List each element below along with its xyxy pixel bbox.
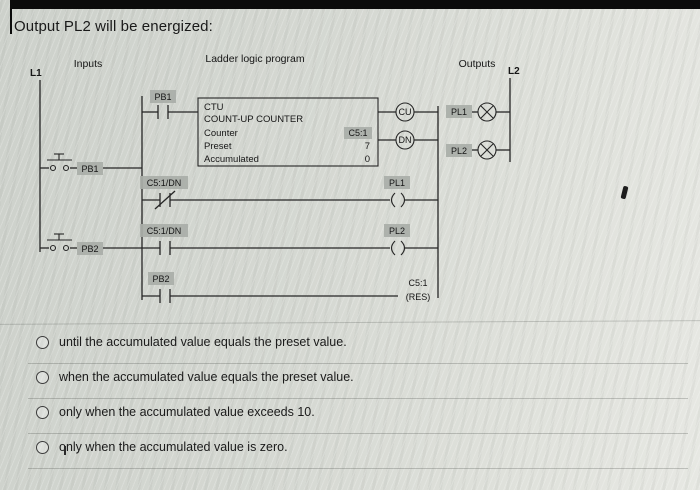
power-rails [39,78,511,300]
radio-button[interactable] [36,336,49,349]
ladder-logic-diagram: L1 Inputs Ladder logic program Outputs L… [30,53,520,303]
pl1-coil-label: PL1 [389,178,405,188]
pb1-contact-label: PB1 [154,92,171,102]
pb1-input-tag-bg [77,162,103,175]
dn-output-label: DN [399,135,412,145]
pb1-terminal-icon [49,164,57,172]
ctu-type: CTU [204,102,224,113]
pl2-coil-icon [390,240,396,256]
ctu-accumulated-label: Accumulated [204,154,259,165]
pl2-coil-tag-bg [384,224,410,237]
answer-option-1[interactable]: until the accumulated value equals the p… [28,330,688,364]
pb1-contact-tag-bg [150,90,176,103]
pl2-coil-label: PL2 [389,226,405,236]
rung-3-pl2: C5:1/DN PL2 [140,224,438,256]
pl1-coil-icon [390,192,396,208]
scan-artifact [620,185,629,200]
ladder-program-header: Ladder logic program [205,53,304,65]
pl2-output-tag-bg [446,144,472,157]
output-lamps: PL1 PL2 [446,102,510,160]
rung3-contact-tag-bg [140,224,188,237]
pb2-input-label: PB2 [81,244,98,254]
input-pb1-device: PB1 [40,153,142,175]
rung2-contact-tag-bg [140,176,188,189]
answer-options: until the accumulated value equals the p… [28,330,688,470]
rung-2-pl1: C5:1/DN PL1 [140,176,438,210]
answer-option-2[interactable]: when the accumulated value equals the pr… [28,365,688,399]
l1-rail-label: L1 [30,68,42,79]
pb2-terminal-icon [49,244,57,252]
ctu-block [197,97,379,167]
pl2-output-label: PL2 [451,146,467,156]
rung4-contact-tag-bg [148,272,174,285]
option-label: until the accumulated value equals the p… [59,335,347,349]
inputs-header: Inputs [74,58,103,70]
pl1-coil-tag-bg [384,176,410,189]
pb1-input-label: PB1 [81,164,98,174]
input-pb2-device: PB2 [40,233,142,255]
l2-rail-label: L2 [508,66,520,77]
cursor-artifact [64,446,66,455]
ctu-counter-label: Counter [204,128,238,139]
reset-address-label: C5:1 [408,278,427,288]
pb2-input-tag-bg [77,242,103,255]
option-label: when the accumulated value equals the pr… [59,370,354,384]
radio-button[interactable] [36,406,49,419]
ctu-counter-value-bg [344,127,372,139]
cu-output-label: CU [399,107,412,117]
answer-option-3[interactable]: only when the accumulated value exceeds … [28,400,688,434]
rung-1-counter: PB1 CTU COUNT-UP COUNTER Counter C5:1 Pr… [142,90,438,167]
answer-option-4[interactable]: only when the accumulated value is zero. [28,435,688,469]
rung-4-reset: PB2 C5:1 (RES) [142,272,430,303]
option-label: only when the accumulated value exceeds … [59,405,315,419]
ctu-counter-value: C5:1 [348,128,367,138]
ctu-accumulated-value: 0 [365,154,370,165]
reset-coil-label: (RES) [406,292,431,302]
question-title: Output PL2 will be energized: [14,18,213,35]
pl1-output-label: PL1 [451,107,467,117]
ctu-preset-value: 7 [365,141,370,152]
option-label: only when the accumulated value is zero. [59,440,288,454]
outputs-header: Outputs [459,58,496,70]
rung4-contact-label: PB2 [152,274,169,284]
radio-button[interactable] [36,441,49,454]
rung3-contact-label: C5:1/DN [147,226,182,236]
pl1-output-tag-bg [446,105,472,118]
radio-button[interactable] [36,371,49,384]
ctu-preset-label: Preset [204,141,232,152]
rung2-contact-label: C5:1/DN [147,178,182,188]
page-edge-mark [10,0,12,34]
window-top-bar [12,0,700,9]
ctu-title: COUNT-UP COUNTER [204,114,303,125]
